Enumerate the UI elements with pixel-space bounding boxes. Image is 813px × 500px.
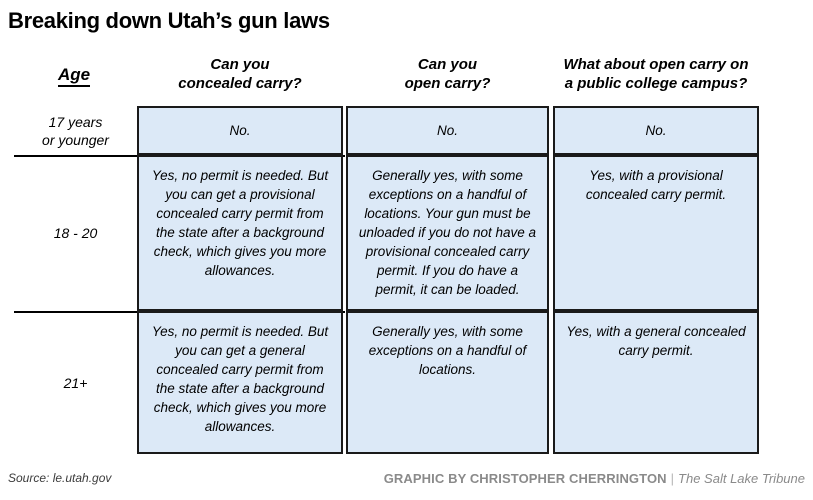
column-header-campus-open-carry: What about open carry on a public colleg… [553,55,759,93]
age-label-row-2: 21+ [14,311,137,454]
column-header-concealed-carry-line1: Can you [210,56,270,73]
table-column-headers: Age Can you concealed carry? Can you ope… [0,55,813,103]
graphic-credit: GRAPHIC BY CHRISTOPHER CHERRINGTON|The S… [384,470,805,488]
age-label-row-1: 18 - 20 [14,155,137,311]
age-label-row-2-line1: 21+ [63,374,88,391]
table-cell-r0-open-carry: No. [346,106,549,155]
age-label-row-0: 17 years or younger [14,106,137,155]
page-title: Breaking down Utah’s gun laws [8,8,330,33]
graphic-credit-publication: The Salt Lake Tribune [678,471,805,486]
age-label-row-0-line2: or younger [42,131,109,148]
table-cell-r1-concealed-carry: Yes, no permit is needed. But you can ge… [137,155,343,311]
column-header-age: Age [14,65,134,87]
graphic-credit-author: GRAPHIC BY CHRISTOPHER CHERRINGTON [383,471,667,486]
table-cell-r1-open-carry: Generally yes, with some exceptions on a… [346,155,549,311]
table-cell-r2-concealed-carry: Yes, no permit is needed. But you can ge… [137,311,343,454]
age-label-row-1-line1: 18 - 20 [53,225,98,241]
age-label-column: 17 years or younger 18 - 20 21+ [14,106,137,454]
table-cell-r2-campus-open-carry: Yes, with a general concealed carry perm… [553,311,759,454]
age-label-row-0-line1: 17 years [48,113,103,130]
table-cell-r1-campus-open-carry: Yes, with a provisional concealed carry … [553,155,759,311]
column-header-open-carry: Can you open carry? [346,55,549,93]
graphic-credit-separator: | [670,471,675,486]
column-header-concealed-carry: Can you concealed carry? [137,55,343,93]
column-header-campus-open-carry-line1: What about open carry on [563,56,749,73]
table-cell-r0-campus-open-carry: No. [553,106,759,155]
column-header-concealed-carry-line2: concealed carry? [178,75,302,92]
column-header-open-carry-line2: open carry? [404,75,491,92]
column-header-open-carry-line1: Can you [417,56,478,73]
column-header-age-label: Age [57,65,91,87]
comparison-table: 17 years or younger 18 - 20 21+ No. No. … [0,106,813,454]
column-header-campus-open-carry-line2: a public college campus? [564,75,748,92]
table-cell-r0-concealed-carry: No. [137,106,343,155]
source-attribution: Source: le.utah.gov [8,471,112,485]
table-cell-r2-open-carry: Generally yes, with some exceptions on a… [346,311,549,454]
footer: Source: le.utah.gov GRAPHIC BY CHRISTOPH… [0,468,813,494]
